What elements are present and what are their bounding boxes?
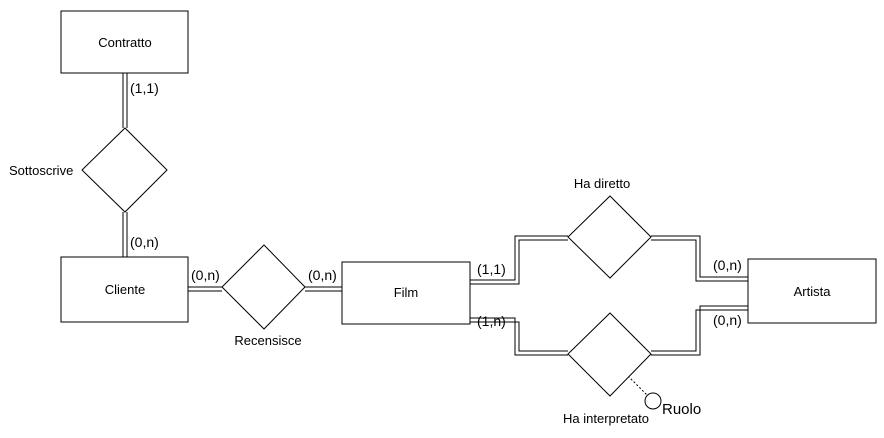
relationship-recensisce[interactable] <box>221 244 306 330</box>
entity-label-film: Film <box>394 285 419 300</box>
attribute-ruolo-circle[interactable] <box>644 392 662 410</box>
entity-artista[interactable] <box>747 258 877 324</box>
entity-label-cliente: Cliente <box>105 282 145 297</box>
cardinality-cliente-sottoscrive: (0,n) <box>130 234 159 250</box>
connector-contratto-sottoscrive <box>122 73 128 128</box>
relationship-ha-interpretato[interactable] <box>567 312 652 397</box>
relationship-label-recensisce: Recensisce <box>234 333 301 348</box>
connector-film-ha-diretto <box>470 235 568 285</box>
cardinality-contratto-sottoscrive: (1,1) <box>130 80 159 96</box>
relationship-label-ha-diretto: Ha diretto <box>574 176 630 191</box>
connector-ha-interpretato-artista <box>651 305 748 356</box>
connector-sottoscrive-cliente <box>122 212 128 257</box>
entity-label-artista: Artista <box>794 284 832 299</box>
entity-cliente[interactable] <box>60 256 189 323</box>
entity-contratto[interactable] <box>60 10 189 74</box>
connector-cliente-recensisce <box>188 286 222 292</box>
entity-label-contratto: Contratto <box>98 35 151 50</box>
relationship-label-ha-interpretato: Ha interpretato <box>563 411 649 426</box>
relationship-ha-diretto[interactable] <box>567 195 652 279</box>
connector-ha-diretto-artista <box>651 235 748 282</box>
cardinality-artista-ha-interpretato: (0,n) <box>713 312 742 328</box>
attribute-label-ruolo: Ruolo <box>662 401 701 418</box>
connector-film-ha-interpretato <box>470 317 568 356</box>
cardinality-film-ha-diretto: (1,1) <box>477 261 506 277</box>
cardinality-film-ha-interpretato: (1,n) <box>477 313 506 329</box>
connector-recensisce-film <box>305 286 342 292</box>
connector-ruolo-attribute <box>627 375 649 397</box>
relationship-sottoscrive[interactable] <box>81 127 168 213</box>
cardinality-cliente-recensisce: (0,n) <box>191 267 220 283</box>
entity-film[interactable] <box>341 261 471 325</box>
relationship-label-sottoscrive: Sottoscrive <box>9 163 73 178</box>
cardinality-film-recensisce: (0,n) <box>308 267 337 283</box>
cardinality-artista-ha-diretto: (0,n) <box>713 257 742 273</box>
